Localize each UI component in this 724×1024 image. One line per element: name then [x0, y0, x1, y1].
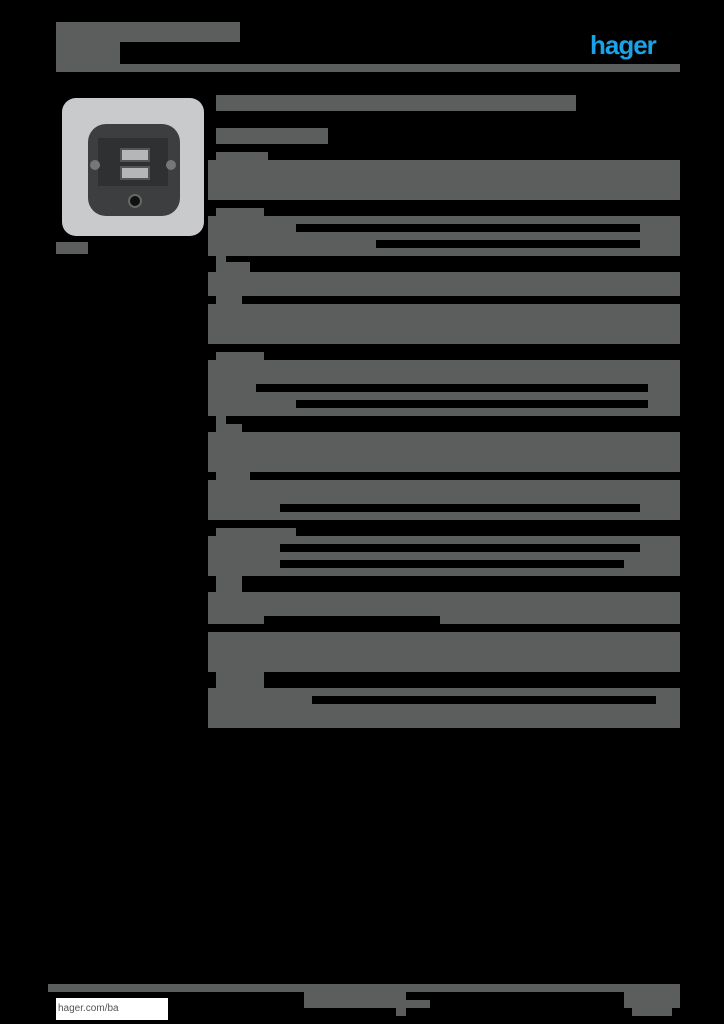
- section-body: [208, 688, 680, 728]
- section-heading: [216, 424, 242, 434]
- product-title: [216, 95, 576, 111]
- section-body: [208, 632, 680, 672]
- table-gap: [280, 560, 624, 568]
- header-rule: [56, 64, 680, 72]
- footer-center-mark: [394, 1000, 430, 1008]
- connector-icon: [128, 194, 142, 208]
- section-heading: [216, 672, 264, 688]
- screw-icon: [166, 160, 176, 170]
- product-subtitle: [216, 128, 328, 144]
- screw-icon: [90, 160, 100, 170]
- image-caption: [56, 242, 88, 254]
- header-title-block: [56, 22, 240, 42]
- table-gap: [296, 400, 648, 408]
- section-heading: [216, 472, 250, 482]
- table-gap: [376, 240, 640, 248]
- section-heading: [216, 262, 250, 274]
- section-heading: [216, 576, 242, 592]
- table-gap: [256, 384, 648, 392]
- table-gap: [280, 504, 640, 512]
- header-subtitle-block: [56, 42, 120, 66]
- section-body: [208, 432, 680, 472]
- table-gap: [440, 624, 624, 632]
- hager-logo: hager: [590, 30, 657, 60]
- footer-center-mark: [396, 1008, 406, 1016]
- section-body: [208, 304, 680, 344]
- section-heading: [216, 352, 264, 362]
- footer-page-block: [624, 992, 680, 1008]
- section-body: [208, 160, 680, 200]
- website-link[interactable]: hager.com/ba: [56, 998, 168, 1020]
- usb-port-icon: [120, 148, 150, 162]
- section-table: [208, 216, 680, 256]
- usb-port-icon: [120, 166, 150, 180]
- footer-page-block: [632, 1008, 672, 1016]
- section-heading: [216, 528, 296, 538]
- section-heading: [216, 152, 268, 162]
- section-body: [208, 480, 680, 520]
- footer-rule: [48, 984, 680, 992]
- footer-center-block: [304, 992, 406, 1008]
- section-body: [208, 272, 680, 296]
- table-gap: [280, 544, 640, 552]
- section-table: [208, 536, 680, 576]
- table-gap: [312, 696, 656, 704]
- table-gap: [264, 616, 440, 624]
- product-image: [62, 98, 204, 236]
- section-heading: [216, 208, 264, 218]
- table-gap: [296, 224, 640, 232]
